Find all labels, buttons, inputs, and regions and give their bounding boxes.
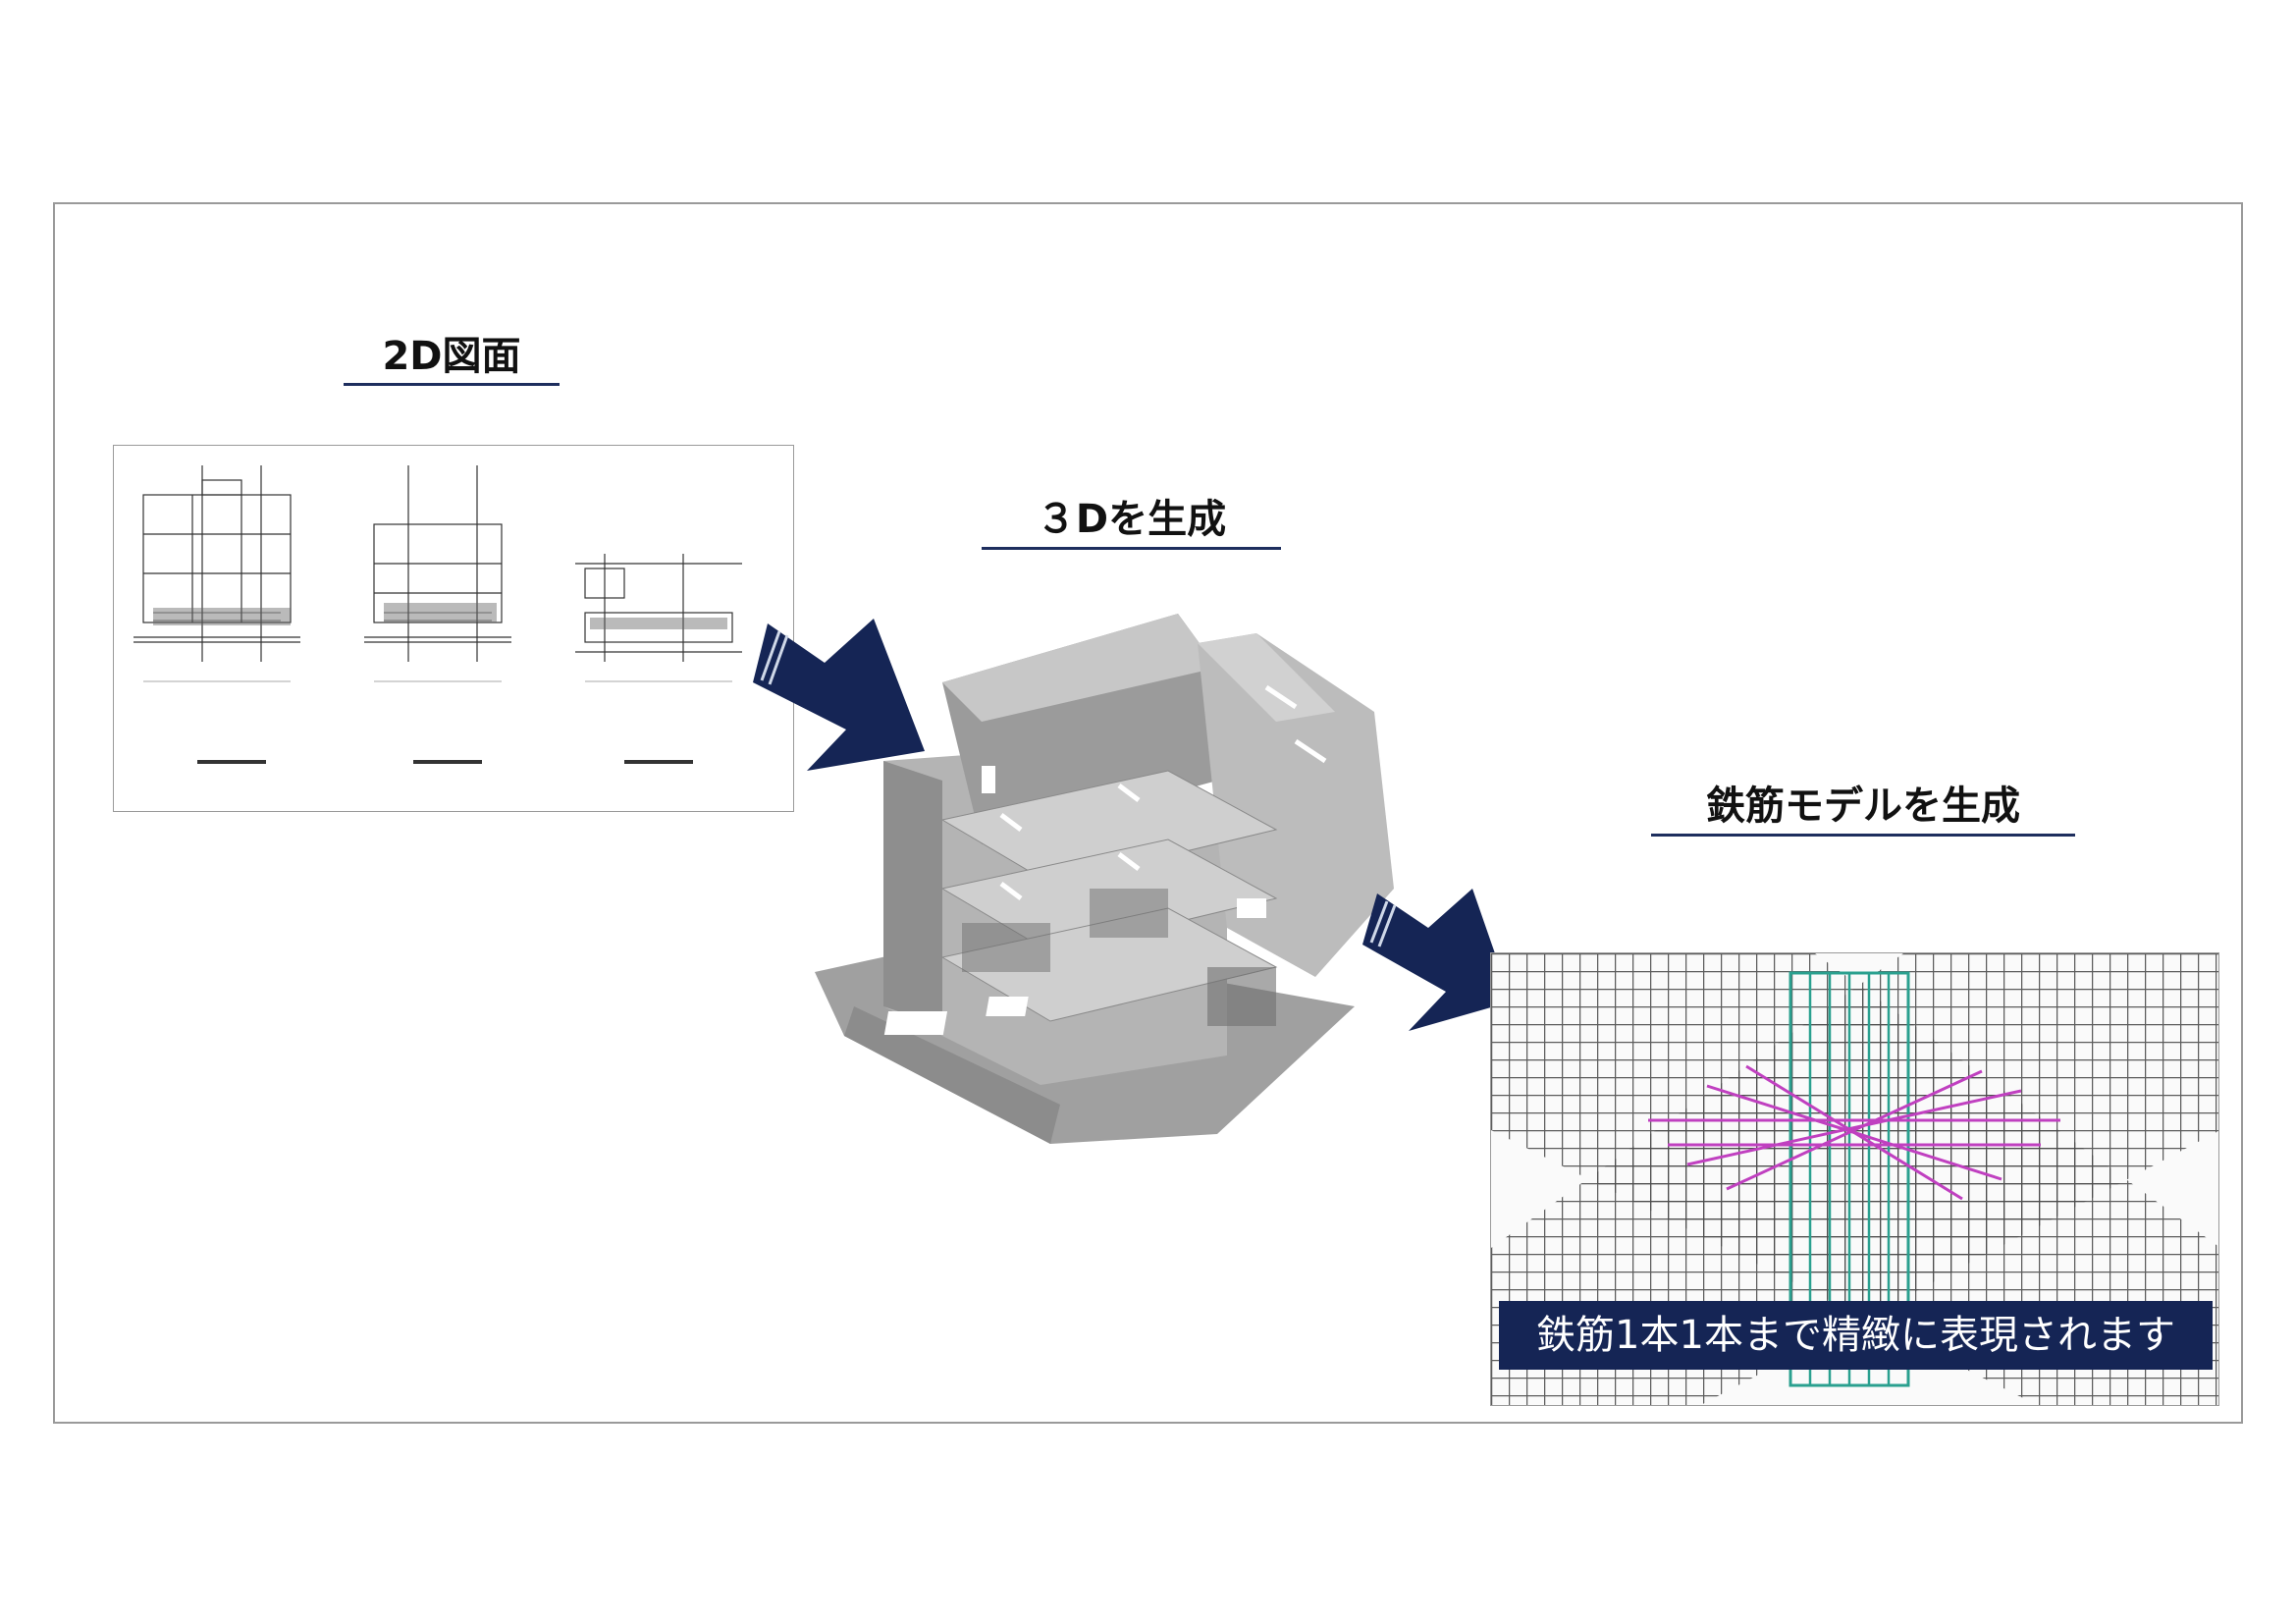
- outer-frame: [53, 202, 2243, 1424]
- step-title-underline: [344, 383, 560, 386]
- arrow-right-down-icon: [1362, 889, 1512, 1031]
- step-title-underline: [982, 547, 1281, 550]
- step-title-2d-drawing: 2D図面: [382, 334, 521, 379]
- step-title-3d-generate: ３Dを生成: [1036, 497, 1227, 542]
- rebar-caption: 鉄筋1本1本まで精緻に表現されます: [1499, 1301, 2213, 1370]
- arrow-right-down-icon: [753, 619, 925, 771]
- step-title-rebar-generate: 鉄筋モデルを生成: [1706, 784, 2020, 829]
- 3d-building-model: [815, 614, 1394, 1144]
- drawing-sheet: [133, 465, 742, 764]
- 2d-drawing-image: [113, 445, 794, 812]
- step-title-underline: [1651, 834, 2075, 837]
- rebar-model-image: 鉄筋1本1本まで精緻に表現されます: [1490, 952, 2219, 1406]
